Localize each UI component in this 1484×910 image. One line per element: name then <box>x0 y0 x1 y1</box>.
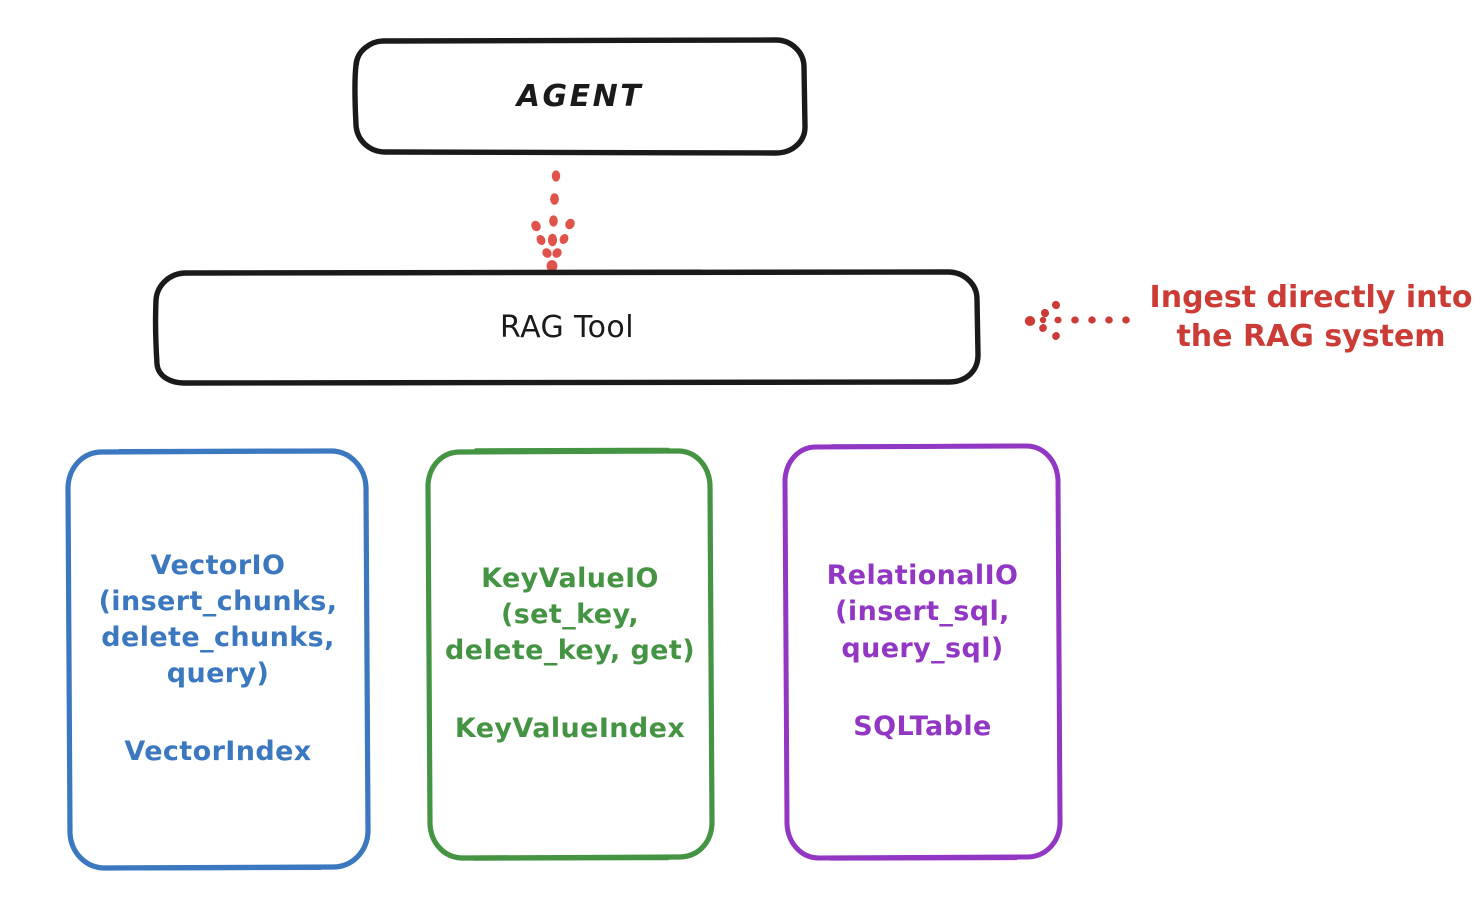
rag-tool-node-label: RAG Tool <box>500 309 634 345</box>
keyvalue-store-api-label: KeyValueIO (set_key, delete_key, get) <box>445 562 695 667</box>
keyvalue-store-node-label: KeyValueIO (set_key, delete_key, get) Ke… <box>428 450 712 858</box>
agent-node-label: AGENT <box>516 78 644 114</box>
vector-store-index-label: VectorIndex <box>124 736 312 768</box>
vector-store-node-label: VectorIO (insert_chunks, delete_chunks, … <box>68 450 368 868</box>
keyvalue-store-index-label: KeyValueIndex <box>454 713 686 745</box>
relational-store-api-label: RelationalIO (insert_sql, query_sql) <box>826 560 1019 664</box>
relational-store-index-label: SQLTable <box>853 710 992 742</box>
ingest-pointer-arrow <box>1024 300 1130 340</box>
vector-store-api-label: VectorIO (insert_chunks, delete_chunks, … <box>98 549 338 690</box>
ingest-annotation-text: Ingest directly into the RAG system <box>1149 280 1473 354</box>
relational-store-node-label: RelationalIO (insert_sql, query_sql) SQL… <box>785 445 1060 858</box>
agent-to-ragtool-arrow <box>531 170 575 272</box>
